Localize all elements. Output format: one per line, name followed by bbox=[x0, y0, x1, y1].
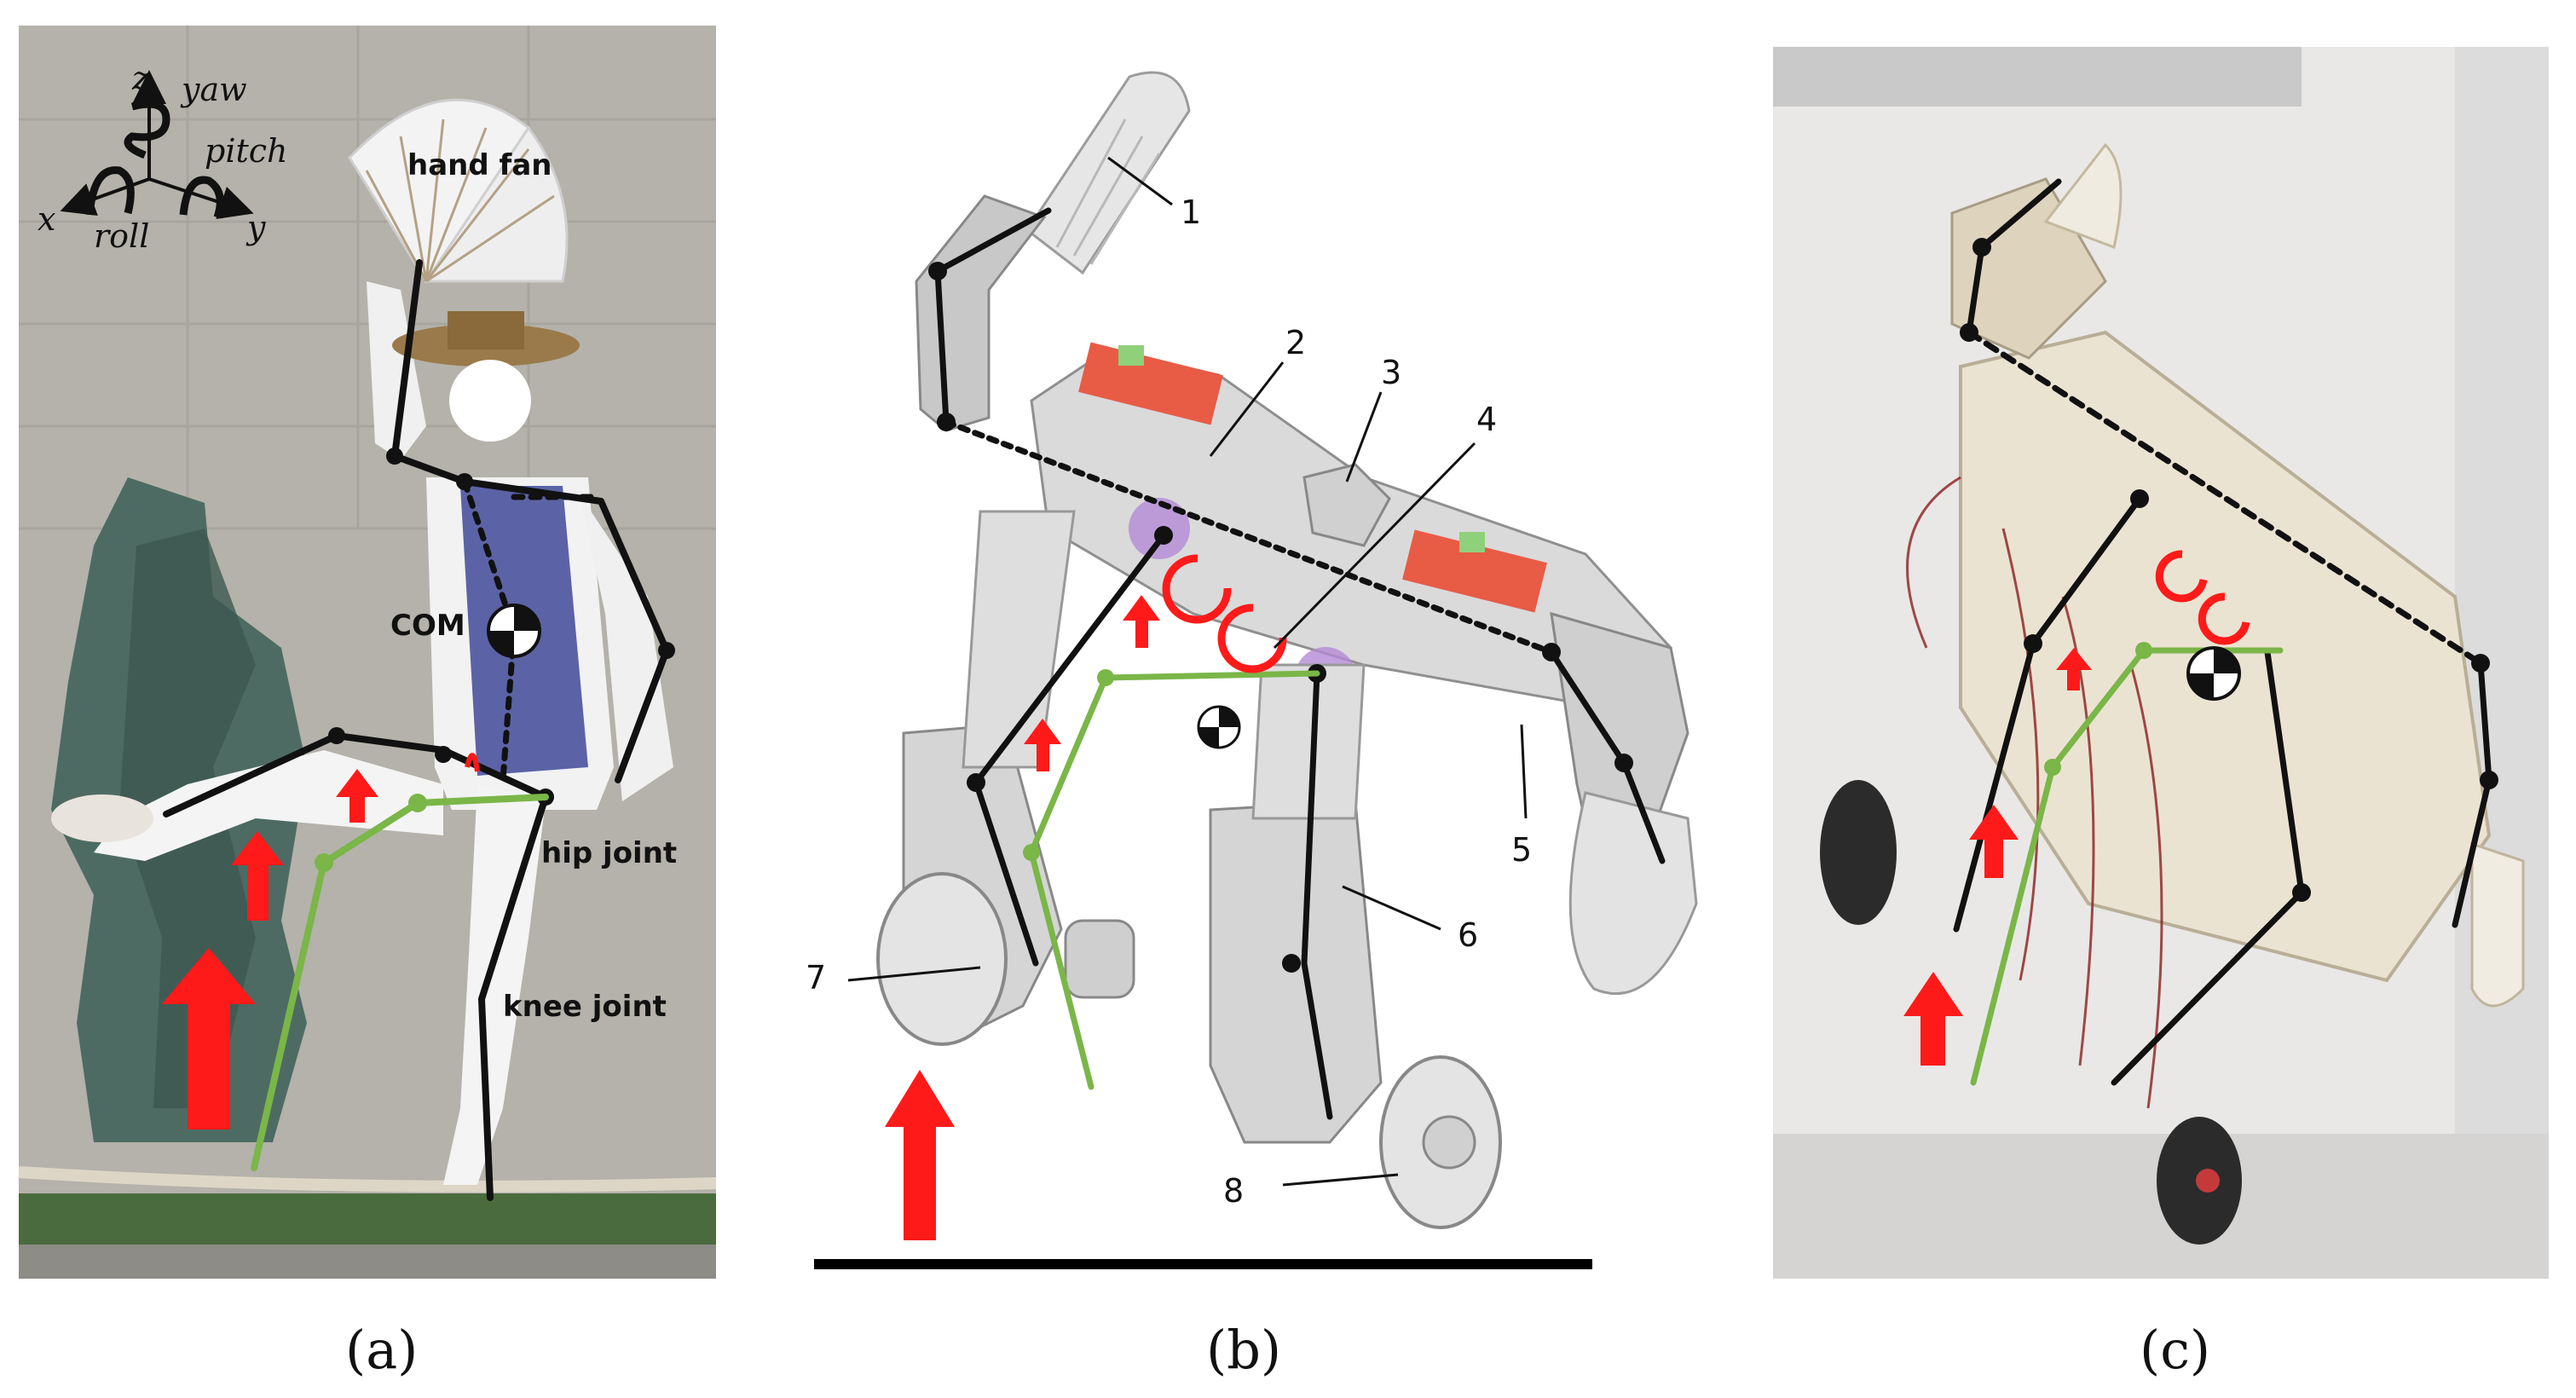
com-label: COM bbox=[390, 609, 465, 643]
force-arrows-b bbox=[885, 595, 1160, 1240]
caption-b: (b) bbox=[1206, 1319, 1281, 1381]
part-label-5: 5 bbox=[1511, 831, 1532, 869]
panel-a: z yaw pitch x roll y bbox=[18, 26, 717, 1279]
y-axis bbox=[148, 177, 254, 219]
left-wheel bbox=[876, 872, 1008, 1046]
right-thigh bbox=[1251, 663, 1366, 820]
force-arrows-c bbox=[1903, 648, 2092, 1066]
front-paddle bbox=[1568, 791, 1698, 996]
com-symbol-c bbox=[2186, 646, 2241, 701]
robot-front-paddle bbox=[2470, 841, 2525, 1008]
roll-rotation-icon bbox=[85, 166, 135, 216]
rope bbox=[18, 1166, 717, 1193]
y-axis-label: y bbox=[245, 209, 266, 246]
part-label-1: 1 bbox=[1181, 194, 1201, 231]
robot-left-wheel bbox=[1820, 780, 1897, 925]
tail-arm bbox=[915, 194, 1047, 432]
right-leg bbox=[1209, 800, 1383, 1144]
grass bbox=[19, 1193, 716, 1245]
green-connector-1 bbox=[1118, 345, 1144, 366]
hip-joint-label: hip joint bbox=[541, 836, 677, 870]
part-3-box bbox=[1302, 463, 1391, 547]
ground-base bbox=[19, 1245, 716, 1279]
tail-fan bbox=[1025, 71, 1191, 275]
part-label-2: 2 bbox=[1285, 324, 1306, 361]
robot-right-wheel-hub bbox=[2196, 1169, 2220, 1193]
x-axis bbox=[60, 177, 150, 216]
part-label-8: 8 bbox=[1223, 1172, 1244, 1210]
part-label-3: 3 bbox=[1381, 354, 1401, 391]
yaw-rotation-icon bbox=[124, 100, 170, 159]
caption-c: (c) bbox=[2140, 1319, 2210, 1381]
red-board-2 bbox=[1402, 529, 1547, 613]
panel-b: 1 2 3 4 5 6 7 8 bbox=[806, 71, 1698, 1269]
green-connector-2 bbox=[1459, 532, 1485, 552]
roll-label: roll bbox=[94, 217, 149, 255]
pitch-label: pitch bbox=[205, 132, 288, 170]
yaw-label: yaw bbox=[180, 71, 247, 108]
building-wall bbox=[19, 26, 716, 530]
axis-indicator bbox=[60, 70, 254, 219]
torque-arrows-c bbox=[2155, 550, 2250, 645]
hand-fan bbox=[348, 98, 569, 284]
x-axis-label: x bbox=[38, 200, 55, 238]
com-symbol-b bbox=[1197, 705, 1241, 749]
panel-c bbox=[1773, 47, 2549, 1279]
torque-arrows-b bbox=[1162, 554, 1287, 673]
skeleton-a bbox=[163, 259, 670, 1201]
red-board-1 bbox=[1078, 342, 1223, 425]
caption-a: (a) bbox=[345, 1319, 418, 1381]
support-leg-b bbox=[1028, 670, 1320, 1090]
hand-fan-label: hand fan bbox=[407, 148, 552, 182]
part-label-7: 7 bbox=[806, 959, 826, 997]
joints-a bbox=[328, 448, 675, 806]
right-wheel-hub bbox=[1422, 1115, 1476, 1170]
z-axis-label: z bbox=[131, 60, 150, 97]
hip-torque-icon bbox=[465, 753, 480, 772]
joints-c bbox=[1960, 238, 2498, 902]
joints-b bbox=[928, 262, 1633, 973]
wall-panel-right bbox=[2455, 47, 2549, 1279]
com-symbol bbox=[487, 604, 541, 658]
part-leaders bbox=[847, 156, 1528, 1187]
part-label-6: 6 bbox=[1458, 916, 1478, 954]
left-motor bbox=[1064, 919, 1135, 999]
part-label-4: 4 bbox=[1476, 401, 1497, 438]
support-leg-a bbox=[251, 794, 549, 1171]
aluminium-rail-top bbox=[1773, 47, 2302, 107]
force-arrows-a bbox=[162, 769, 378, 1129]
pitch-rotation-icon bbox=[179, 176, 224, 219]
robot-tail-fan bbox=[2043, 142, 2123, 250]
knee-joint-label: knee joint bbox=[503, 990, 667, 1024]
